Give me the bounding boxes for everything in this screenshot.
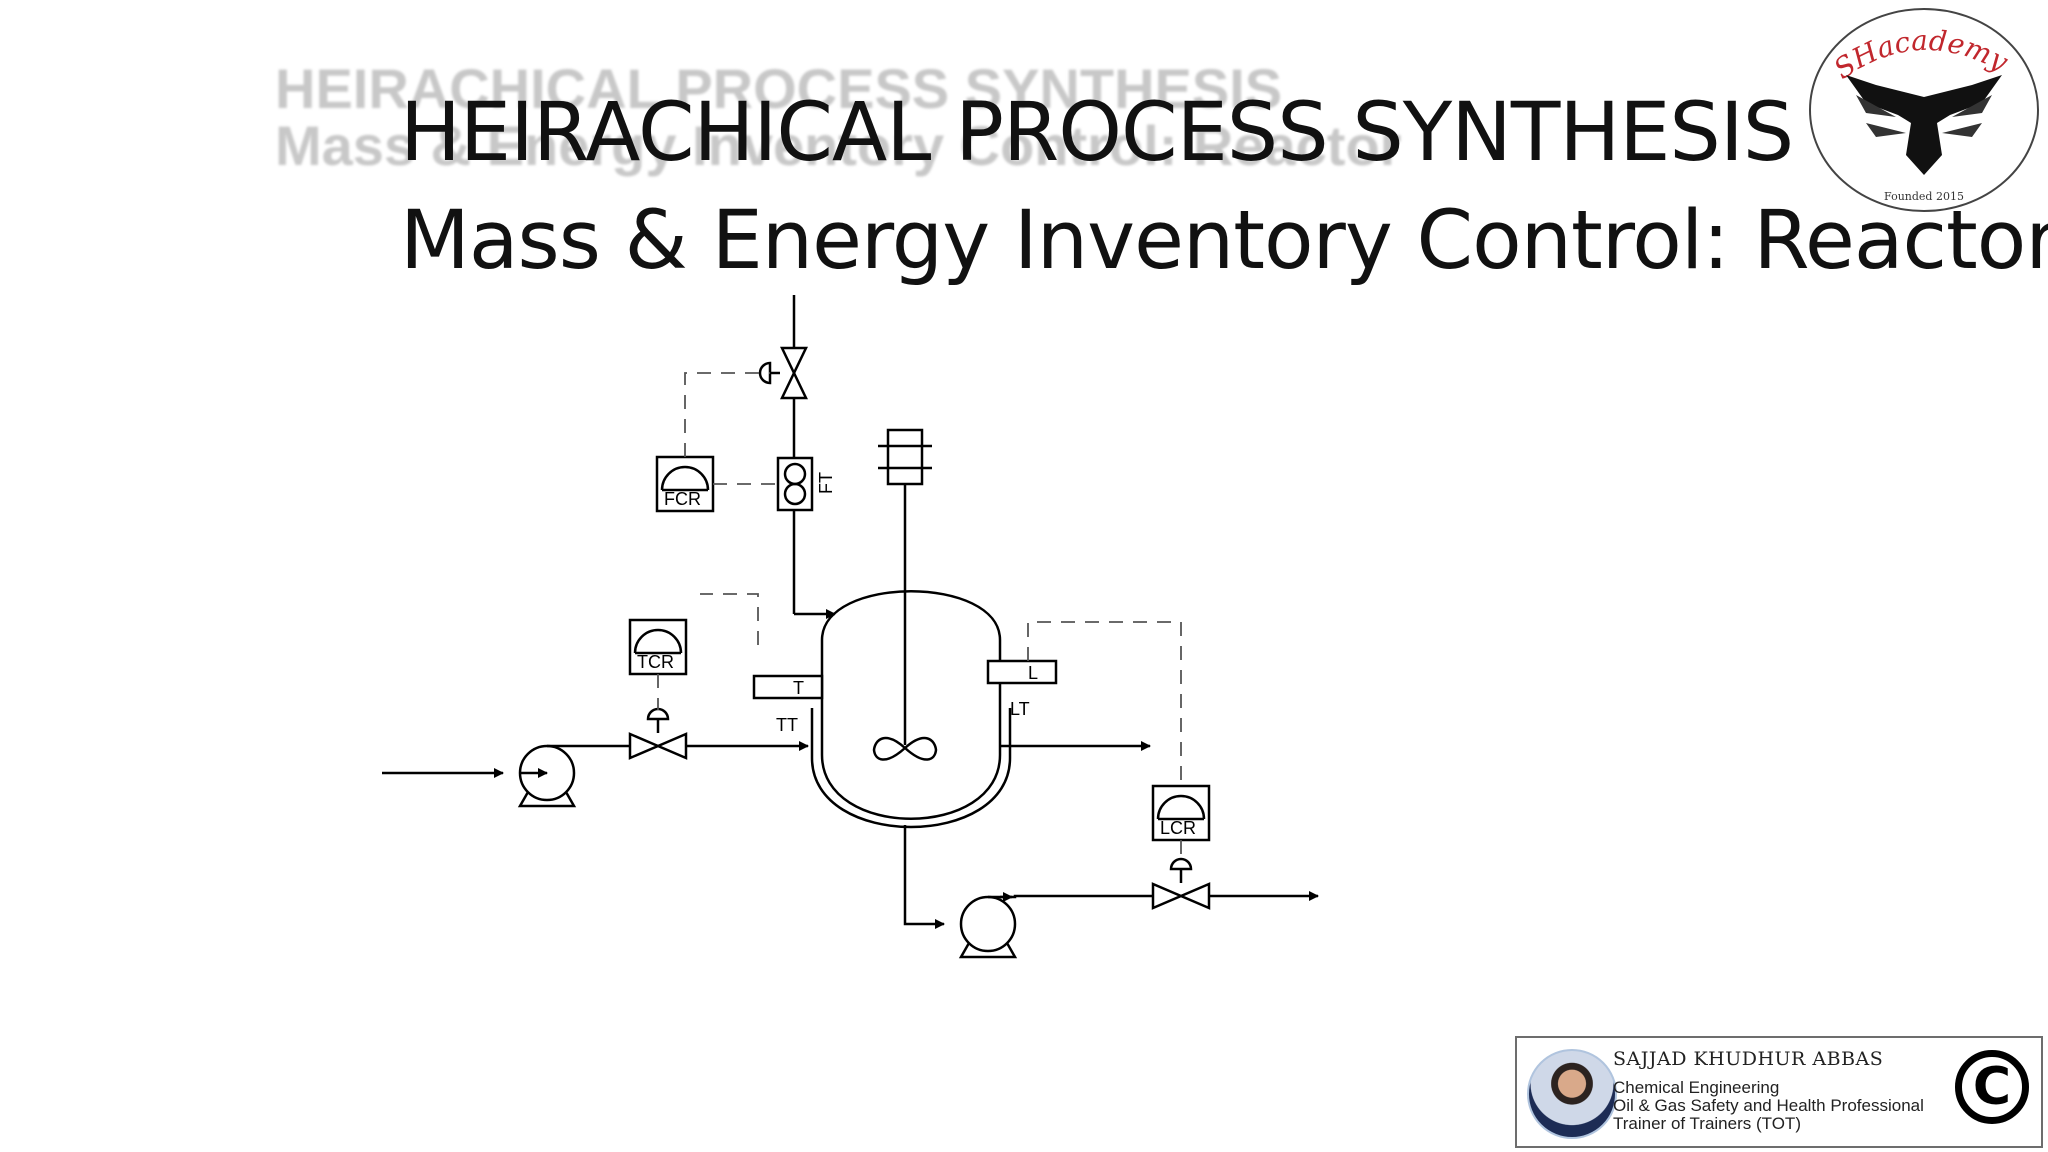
slide-title-line1: HEIRACHICAL PROCESS SYNTHESIS [400,86,1794,180]
ghost-title: HEIRACHICAL PROCESS SYNTHESIS Mass & Ene… [275,60,1401,174]
l-probe-label: L [1028,663,1038,683]
eagle-icon [1846,75,2002,175]
signal-lt-lcr [1027,621,1182,786]
agitator-impeller [872,736,938,761]
author-avatar [1527,1049,1617,1139]
lt-label: LT [1010,699,1030,719]
agitator-motor [886,428,924,486]
ft-label: FT [816,472,836,494]
tt-label: TT [776,715,798,735]
author-name: SAJJAD KHUDHUR ABBAS [1613,1048,1884,1070]
product-control-valve [1151,882,1211,910]
author-line2: Oil & Gas Safety and Health Professional [1613,1096,1924,1115]
signal-fcr-valve [684,372,770,457]
author-card: SAJJAD KHUDHUR ABBAS Chemical Engineerin… [1515,1036,2043,1148]
author-line1: Chemical Engineering [1613,1078,1780,1097]
ghost-title-line1: HEIRACHICAL PROCESS SYNTHESIS [275,57,1283,120]
slide-title: HEIRACHICAL PROCESS SYNTHESIS Mass & Ene… [400,80,2048,295]
copyright-icon: C [1955,1050,2029,1124]
tcr-label: TCR [637,652,674,672]
product-pump [959,895,1017,953]
reactor-jacket [810,708,1012,829]
slide-title-line2: Mass & Energy Inventory Control: Reactor [400,193,2048,288]
temperature-probe [752,674,824,700]
t-probe-label: T [793,678,804,698]
feed-control-valve [780,346,808,400]
fcr-label: FCR [664,489,701,509]
ghost-title-line2: Mass & Energy Inventory Control: Reactor [275,114,1402,178]
reactor-vessel [820,590,1002,820]
signal-tt-tcr [700,593,759,645]
logo-founded: Founded 2015 [1884,190,1964,203]
lcr-label: LCR [1160,818,1196,838]
coolant-control-valve [628,732,688,760]
level-probe [986,659,1058,685]
author-line3: Trainer of Trainers (TOT) [1613,1114,1801,1133]
shacademy-logo: SHacademy Founded 2015 [1809,8,2039,212]
